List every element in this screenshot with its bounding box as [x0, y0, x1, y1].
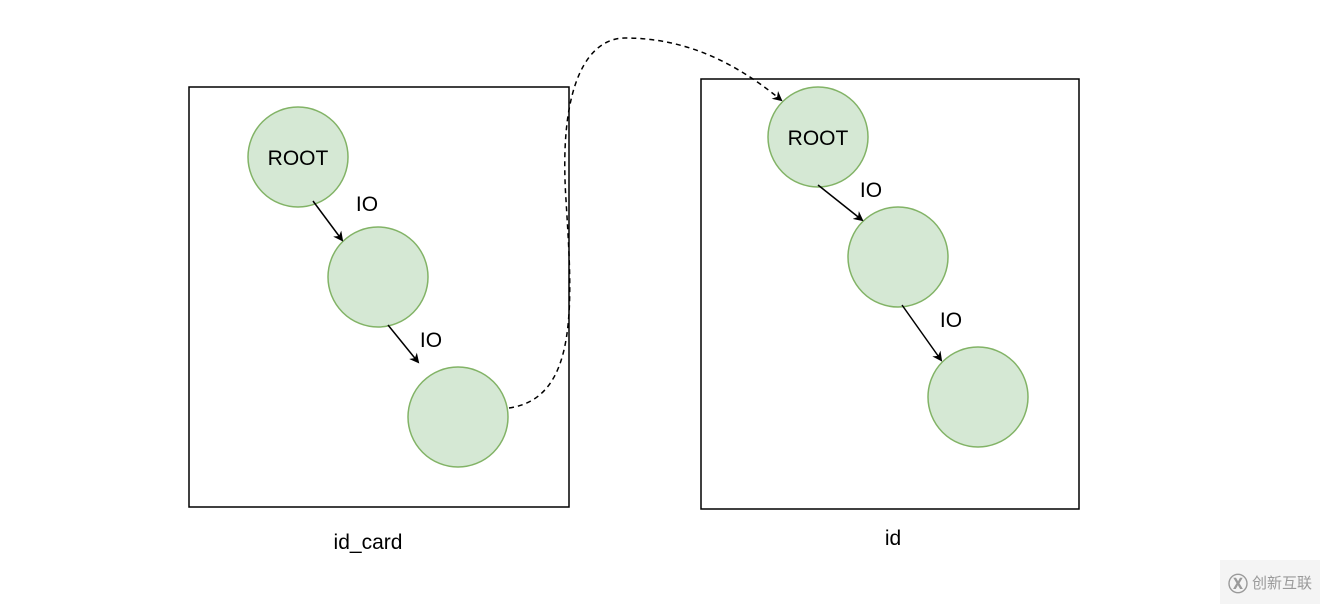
node-3-left[interactable] [407, 366, 509, 468]
edge-label: IO [356, 193, 378, 216]
node-2-right[interactable] [847, 206, 949, 308]
watermark-logo: Ⓧ 创新互联 [1220, 560, 1320, 604]
edge-arrow [312, 200, 344, 242]
edge-label: IO [420, 329, 442, 352]
group-label-id-card: id_card [334, 531, 403, 554]
node-2-left[interactable] [327, 226, 429, 328]
edge-label: IO [940, 309, 962, 332]
node-root-right[interactable] [767, 86, 869, 188]
node-label: ROOT [268, 147, 329, 170]
node-3-right[interactable] [927, 346, 1029, 448]
group-box-id [700, 78, 1080, 510]
edge-arrow [901, 304, 943, 362]
dashed-connector-arrow [508, 37, 783, 409]
logo-icon: Ⓧ [1227, 573, 1248, 596]
edge-arrow [387, 324, 420, 364]
group-label-id: id [885, 527, 901, 550]
watermark-text: 创新互联 [1251, 574, 1312, 592]
node-root-left[interactable] [247, 106, 349, 208]
edge-arrow [817, 184, 864, 222]
edge-label: IO [860, 179, 882, 202]
node-label: ROOT [788, 127, 849, 150]
